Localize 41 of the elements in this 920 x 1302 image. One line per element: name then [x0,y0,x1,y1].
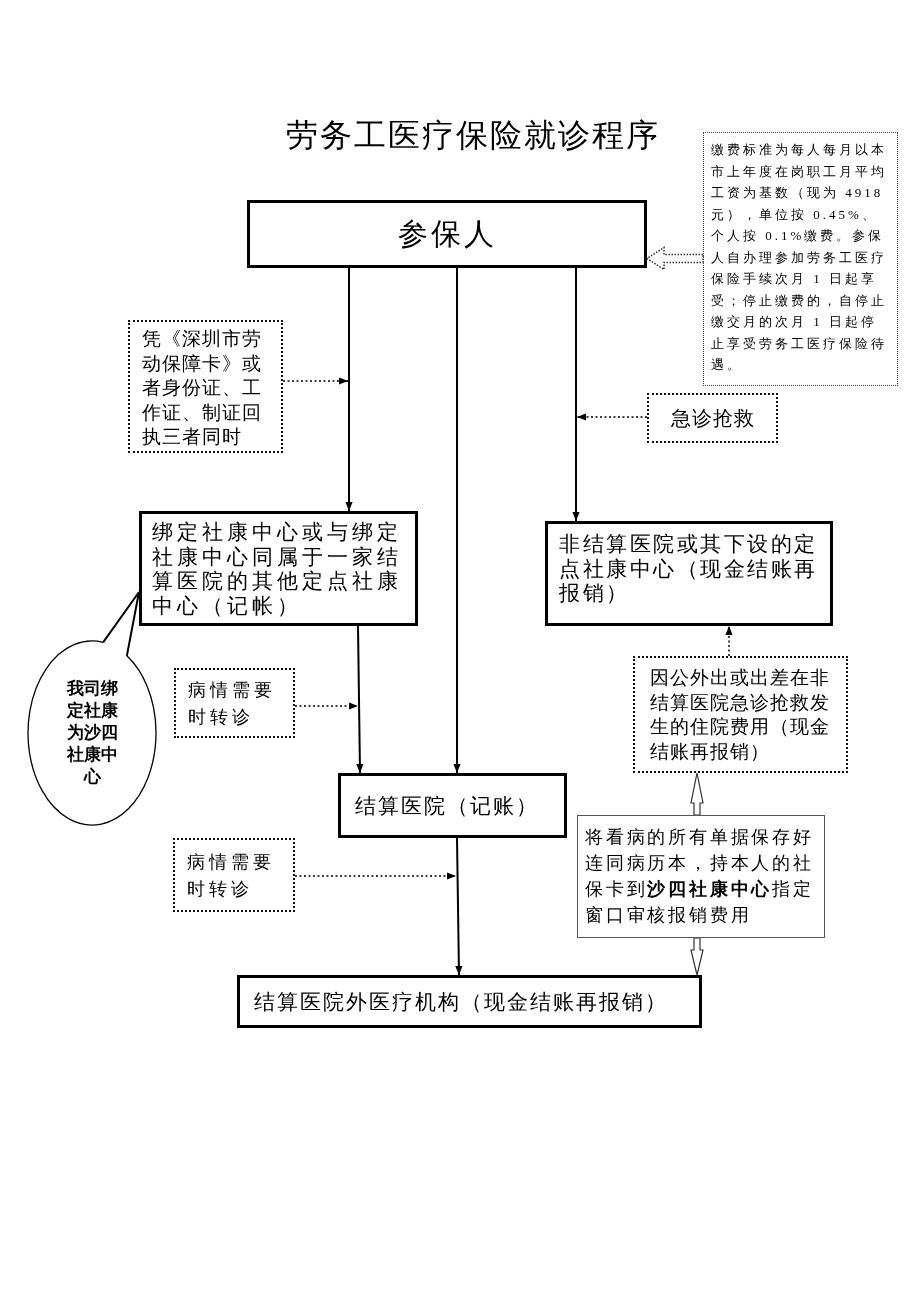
block-arrow [645,246,704,271]
note-text: 病情需要时转诊 [188,679,277,729]
block-arrow [690,772,704,816]
step-text: 参保人 [397,216,497,252]
dotted-arrow [282,377,349,385]
process-box [338,773,567,838]
step-text: 绑定社康中心或与绑定社康中心同属于一家结算医院的其他定点社康中心（记帐） [152,520,403,618]
dotted-arrow [725,625,733,657]
dotted-arrow [576,413,648,421]
dotted-arrow [294,702,359,710]
note-text: 缴费标准为每人每月以本市上年度在岗职工月平均工资为基数（现为 4918 元），单位按 0.45%、个人按 0.1%缴费。参保人自办理参加劳务工医疗保险手续次月 1 日起享受；停止缴费的，自停止缴交月的次月 1 日起停止享受劳务工医疗保险待遇。 [711,141,888,374]
arrow [356,625,364,774]
process-box [577,815,825,938]
callout-tail [102,591,140,657]
arrow [453,267,461,774]
arrow [455,837,463,976]
process-box [545,521,833,626]
speech-bubble [27,640,157,826]
process-box [237,975,702,1028]
arrow [572,267,580,522]
note-text: 凭《深圳市劳动保障卡》或者身份证、工作证、制证回执三者同时 [142,327,263,449]
dotted-arrow [294,872,457,880]
note-box [647,393,778,443]
diagram-title: 劳务工医疗保险就诊程序 [286,116,660,155]
callout-text: 我司绑定社康为沙四社康中心 [65,678,119,788]
step-text: 结算医院（记账） [355,792,540,819]
note-box [128,320,283,453]
note-box [174,668,295,738]
step-text: 非结算医院或其下设的定点社康中心（现金结账再报销） [559,532,819,606]
note-box [703,132,898,386]
arrow [345,267,353,512]
note-text: 病情需要时转诊 [187,851,276,901]
step-text: 将看病的所有单据保存好连同病历本，持本人的社保卡到沙四社康中心指定窗口审核报销费用 [585,826,815,927]
step-text: 结算医院外医疗机构（现金结账再报销） [254,988,669,1015]
note-box [173,838,295,912]
note-box [633,656,848,773]
block-arrow [690,937,704,976]
process-box [247,200,647,268]
process-box [139,511,418,626]
note-text: 急诊抢救 [670,406,755,431]
note-text: 因公外出或出差在非结算医院急诊抢救发生的住院费用（现金结账再报销） [650,666,831,764]
